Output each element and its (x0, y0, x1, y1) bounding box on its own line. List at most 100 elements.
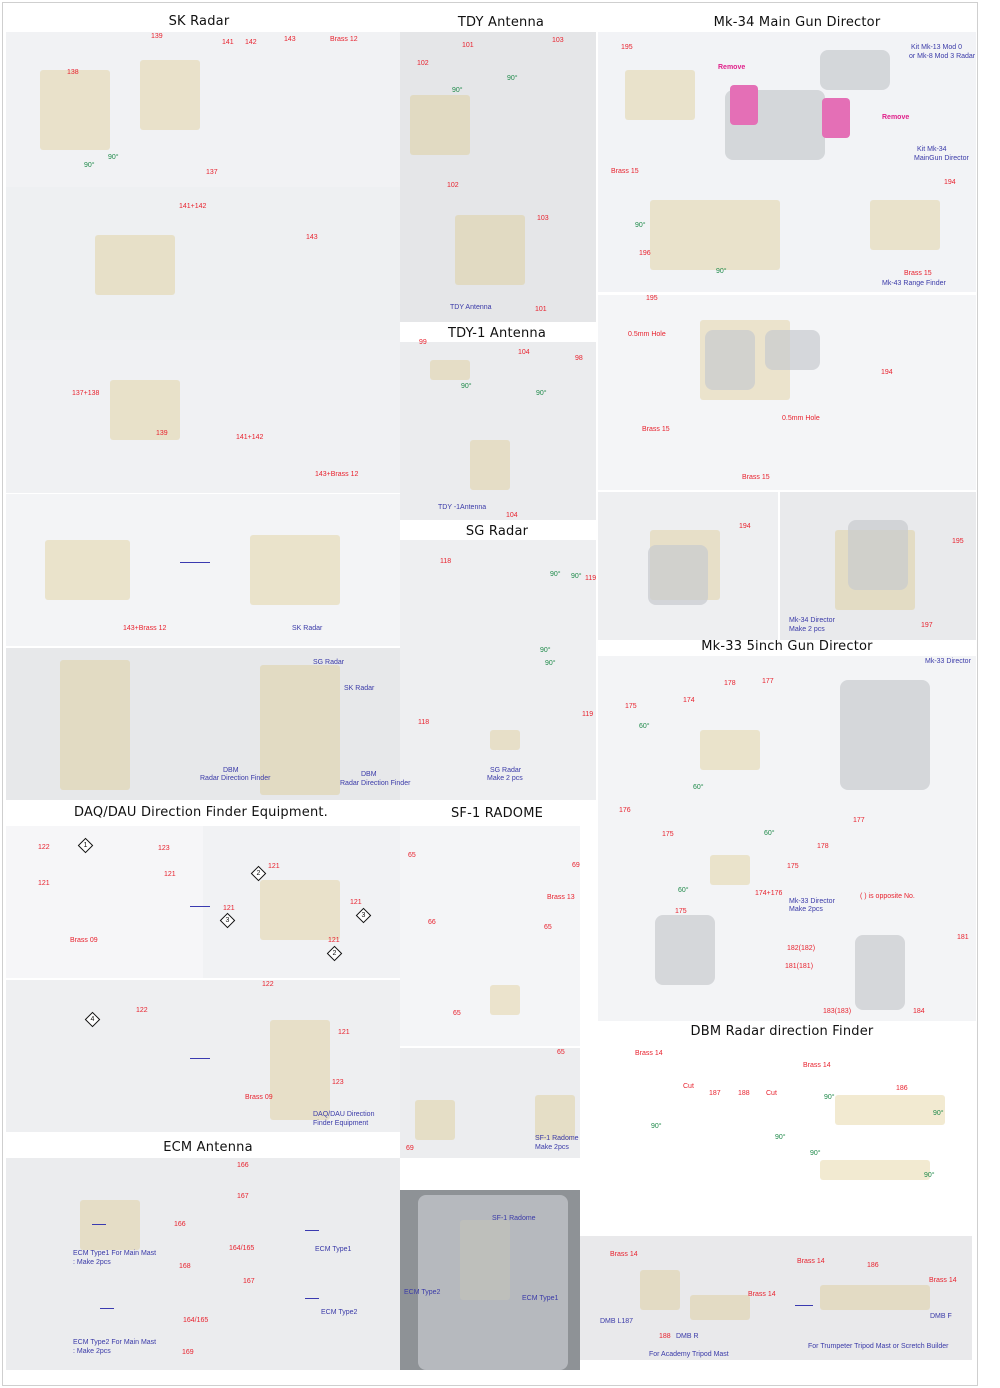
note-label: MainGun Director (914, 155, 969, 162)
note-label: TDY -1Antenna (438, 504, 487, 511)
plastic-part-photo (840, 680, 930, 790)
part-number-label: Brass 14 (929, 1277, 957, 1284)
bend-angle-label: 60° (678, 887, 689, 894)
brass-part-photo (535, 1095, 575, 1140)
bend-angle-label: 90° (635, 222, 646, 229)
image-panel (6, 648, 400, 800)
part-number-label: 194 (944, 179, 956, 186)
section-title-sk: SK Radar (168, 14, 230, 29)
part-number-label: 195 (952, 538, 964, 545)
brass-part-photo (250, 535, 340, 605)
part-number-label: 141 (222, 39, 234, 46)
part-number-label: 121 (268, 863, 280, 870)
note-label: SF-1 Radome (492, 1215, 536, 1222)
part-number-label: 178 (817, 843, 829, 850)
note-label: Kit Mk-13 Mod 0 (911, 44, 962, 51)
note-label: Make 2pcs (535, 1144, 569, 1151)
part-number-label: 187 (709, 1090, 721, 1097)
brass-part-photo (40, 70, 110, 150)
part-number-label: 69 (406, 1145, 414, 1152)
note-label: DMB F (930, 1313, 952, 1320)
brass-part-photo (470, 440, 510, 490)
part-number-label: 175 (662, 831, 674, 838)
part-number-label: 65 (557, 1049, 565, 1056)
section-title-tdy1: TDY-1 Antenna (447, 326, 547, 341)
part-number-label: 121 (328, 937, 340, 944)
part-number-label: 169 (182, 1349, 194, 1356)
brass-part-photo (45, 540, 130, 600)
part-number-label: 102 (417, 60, 429, 67)
part-number-label: 167 (243, 1278, 255, 1285)
brass-part-photo (700, 730, 760, 770)
note-label: Finder Equipment (313, 1120, 369, 1127)
part-number-label: Brass 14 (797, 1258, 825, 1265)
section-title-sf1: SF-1 RADOME (450, 806, 544, 821)
note-label: DBM (223, 767, 239, 774)
part-number-label: 186 (867, 1262, 879, 1269)
brass-part-photo (95, 235, 175, 295)
image-panel (6, 826, 203, 978)
note-label: SK Radar (344, 685, 375, 692)
assembly-arrow (795, 1305, 813, 1306)
note-label: : Make 2pcs (73, 1259, 111, 1266)
brass-part-photo (110, 380, 180, 440)
bend-angle-label: 90° (924, 1172, 935, 1179)
bend-angle-label: 60° (764, 830, 775, 837)
part-number-label: ( ) is opposite No. (860, 893, 915, 900)
brass-part-photo (640, 1270, 680, 1310)
bend-angle-label: 60° (693, 784, 704, 791)
note-label: Kit Mk-34 (917, 146, 947, 153)
part-number-label: 104 (506, 512, 518, 519)
part-number-label: 175 (625, 703, 637, 710)
part-number-label: 196 (639, 250, 651, 257)
brass-part-photo (490, 985, 520, 1015)
image-panel (598, 32, 976, 292)
part-number-label: 184 (913, 1008, 925, 1015)
note-label: Mk-43 Range Finder (882, 280, 946, 287)
part-number-label: Brass 09 (70, 937, 98, 944)
bend-angle-label: 90° (775, 1134, 786, 1141)
bend-angle-label: 90° (550, 571, 561, 578)
brass-part-photo (820, 1285, 930, 1310)
image-panel (6, 187, 400, 340)
plastic-part-photo (855, 935, 905, 1010)
brass-part-photo (260, 665, 340, 795)
part-number-label: 177 (853, 817, 865, 824)
plastic-part-photo (648, 545, 708, 605)
part-number-label: 98 (575, 355, 583, 362)
part-number-label: 0.5mm Hole (782, 415, 820, 422)
part-number-label: 121 (223, 905, 235, 912)
part-number-label: 143 (306, 234, 318, 241)
part-number-label: 103 (552, 37, 564, 44)
part-number-label: Cut (683, 1083, 694, 1090)
brass-part-photo (455, 215, 525, 285)
part-number-label: Brass 15 (904, 270, 932, 277)
part-number-label: 186 (896, 1085, 908, 1092)
part-number-label: 122 (38, 844, 50, 851)
note-label: ECM Type1 (315, 1246, 352, 1253)
note-label: Mk-34 Director (789, 617, 835, 624)
step-number: 3 (361, 912, 366, 919)
image-panel (580, 1236, 972, 1360)
bend-angle-label: 90° (651, 1123, 662, 1130)
part-number-label: Brass 14 (635, 1050, 663, 1057)
note-label: For Trumpeter Tripod Mast or Scretch Bui… (808, 1343, 949, 1350)
part-number-label: 143+Brass 12 (315, 471, 359, 478)
part-number-label: 197 (921, 622, 933, 629)
image-panel (598, 295, 976, 490)
note-label: Mk-33 Director (925, 658, 971, 665)
part-number-label: Cut (766, 1090, 777, 1097)
bend-angle-label: 90° (824, 1094, 835, 1101)
brass-part-photo (430, 360, 470, 380)
part-number-label: 143+Brass 12 (123, 625, 167, 632)
image-panel (6, 32, 400, 187)
part-number-label: Brass 13 (547, 894, 575, 901)
bend-angle-label: 90° (540, 647, 551, 654)
note-label: ECM Type1 For Main Mast (73, 1250, 157, 1257)
part-number-label: 99 (419, 339, 427, 346)
bend-angle-label: 90° (536, 390, 547, 397)
part-number-label: 194 (739, 523, 751, 530)
bend-angle-label: 90° (810, 1150, 821, 1157)
brass-part-photo (820, 1160, 930, 1180)
step-number: 4 (90, 1016, 95, 1023)
